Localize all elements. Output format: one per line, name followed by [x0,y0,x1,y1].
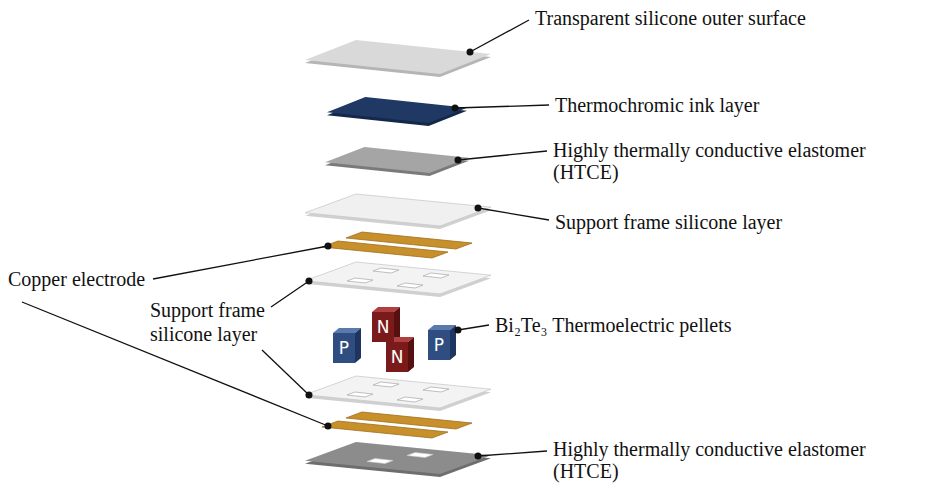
silicone-surface-layer [305,40,491,77]
part-label: Support frame silicone layer [150,298,280,346]
frame-hole [397,283,423,288]
leader-dot [306,392,313,399]
copper-strip [322,241,448,258]
copper-electrode [322,412,472,438]
leader-dot [467,49,474,56]
layer-face [305,40,491,74]
part-label: Support frame silicone layer [555,210,782,234]
pellet-side [355,328,361,363]
htce-layer [325,147,469,176]
pellet-side [394,307,400,342]
leader-dot [475,205,482,212]
leader-dots [306,49,482,460]
support-frame-holes [305,376,491,411]
leader-line [153,246,328,279]
pellet-box: N [372,312,394,342]
leader-line [458,151,547,160]
layer-face [305,442,491,474]
leader-dot [452,105,459,112]
part-label: Highly thermally conductive elastomer (H… [553,438,893,482]
pellet-letter: P [434,335,444,355]
leader-line [478,208,549,220]
leader-dot [475,453,482,460]
support-frame-holes [305,262,491,297]
frame-hole [367,459,393,464]
frame-hole [423,273,449,278]
layer-face [327,97,467,123]
thermochromic-layer [327,97,467,126]
leader-dot [455,157,462,164]
support-frame-layer [305,194,491,229]
leader-line [458,325,489,330]
pellet-faces [333,307,456,372]
frame-hole [347,278,373,283]
pellet-letter: N [391,347,404,367]
frame-hole [373,268,399,273]
leader-dot [325,423,332,430]
pellet-letter: P [339,338,349,358]
copper-strip [322,421,448,438]
frame-hole [407,453,433,458]
part-label: Copper electrode [8,267,145,291]
pellet-box: P [428,330,450,360]
part-label: Bi₂Te₃ Thermoelectric pellets [495,313,732,337]
layer-face [325,147,469,173]
layer-face [305,376,491,408]
copper-electrode [322,232,472,258]
leader-line [262,350,309,395]
frame-hole [373,382,399,387]
pellet-box: P [333,333,355,363]
layer-face [305,194,491,226]
frame-hole [397,397,423,402]
frame-hole [347,392,373,397]
leader-line [478,451,547,456]
leader-line [455,105,549,108]
pellet-letter: N [377,317,390,337]
part-label: Highly thermally conductive elastomer (H… [553,139,893,183]
leader-dot [306,278,313,285]
part-label: Thermochromic ink layer [555,93,759,117]
leader-dot [455,327,462,334]
part-label: Transparent silicone outer surface [535,6,806,30]
pellet-side [408,337,414,372]
leader-line [470,20,529,52]
pellet-box: N [386,342,408,372]
frame-hole [423,387,449,392]
leader-dot [325,243,332,250]
leader-lines [22,20,549,456]
htce-layer [305,442,491,477]
layer-face [305,262,491,294]
leader-line [271,281,309,307]
